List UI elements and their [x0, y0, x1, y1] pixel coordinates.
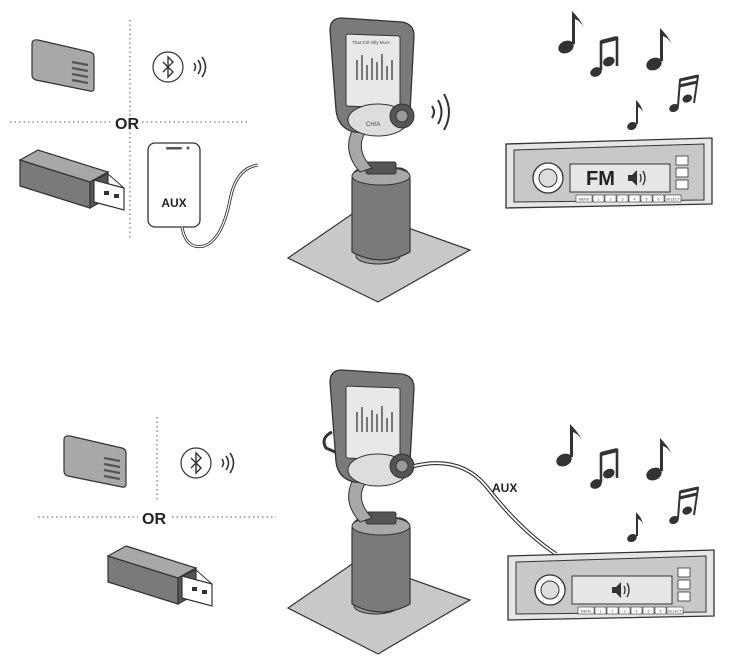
- radio-preset-label: 6: [660, 610, 662, 614]
- radio-preset-button: [652, 194, 665, 203]
- screen-title: That Girl-Olly Murs: [352, 40, 391, 45]
- usb-stick-icon: [18, 149, 125, 211]
- bluetooth-icon: [152, 51, 184, 83]
- radio-preset-label: 3: [624, 610, 626, 614]
- radio-preset-label: SELECT: [668, 610, 683, 614]
- radio-preset-button: [577, 606, 595, 615]
- or-label: OR: [115, 116, 139, 133]
- sd-card-icon: [31, 39, 95, 92]
- fm-transmitter-icon: That Girl-Olly Murs CH/A: [329, 17, 415, 261]
- music-notes-top: [556, 11, 700, 132]
- phone-aux-label: AUX: [161, 196, 186, 210]
- signal-waves-icon: [193, 56, 207, 78]
- radio-preset-button: [642, 606, 655, 615]
- radio-preset-label: 4: [634, 198, 636, 202]
- radio-preset-button: [616, 194, 629, 203]
- car-radio-icon: FM MENU 1 2 3 4 5 6 SELECT: [505, 137, 713, 209]
- usb-stick-icon: [106, 545, 213, 607]
- radio-preset-label: 1: [598, 198, 600, 202]
- bluetooth-icon: [180, 447, 212, 479]
- radio-preset-button: [640, 194, 653, 203]
- radio-preset-buttons: MENU 1 2 3 4 5 6 SELECT: [575, 194, 682, 203]
- radio-preset-button: [628, 194, 641, 203]
- radio-preset-button: [594, 606, 607, 615]
- signal-waves-icon: [221, 452, 235, 474]
- ch-label: CH/A: [366, 122, 380, 128]
- radio-preset-label: 2: [610, 198, 612, 202]
- aux-cable-label: AUX: [492, 481, 517, 495]
- radio-preset-buttons: MENU 1 2 3 4 5 6 SELECT: [577, 606, 684, 615]
- radio-preset-button: [575, 194, 593, 203]
- music-notes-bottom: [554, 424, 700, 544]
- sd-card-icon: [63, 435, 127, 488]
- radio-preset-button: [654, 606, 667, 615]
- panel-bottom: OR: [38, 369, 715, 655]
- radio-preset-label: 5: [648, 610, 650, 614]
- panel-top: OR AUX: [10, 11, 713, 303]
- radio-preset-button: [664, 194, 682, 203]
- radio-preset-label: 4: [636, 610, 638, 614]
- radio-preset-label: 2: [612, 610, 614, 614]
- speaker-icon: [628, 170, 646, 186]
- aux-cable-bottom: [413, 461, 558, 556]
- radio-preset-label: 1: [600, 610, 602, 614]
- radio-preset-label: 6: [658, 198, 660, 202]
- radio-preset-button: [618, 606, 631, 615]
- radio-preset-label: 5: [646, 198, 648, 202]
- phone-icon: AUX: [147, 142, 201, 228]
- radio-preset-button: [592, 194, 605, 203]
- car-radio-icon: MENU 1 2 3 4 5 6 SELECT: [507, 549, 715, 621]
- radio-preset-button: [606, 606, 619, 615]
- radio-preset-button: [666, 606, 684, 615]
- radio-preset-label: MENU: [579, 198, 590, 202]
- radio-preset-label: MENU: [581, 610, 592, 614]
- speaker-icon: [612, 582, 630, 598]
- fm-transmitter-icon: [322, 369, 415, 613]
- transmit-waves-icon: [431, 93, 450, 131]
- radio-preset-label: 3: [622, 198, 624, 202]
- radio-preset-button: [604, 194, 617, 203]
- radio-preset-label: SELECT: [666, 198, 681, 202]
- radio-preset-button: [630, 606, 643, 615]
- radio-display-label: FM: [586, 168, 615, 190]
- or-label: OR: [142, 511, 166, 528]
